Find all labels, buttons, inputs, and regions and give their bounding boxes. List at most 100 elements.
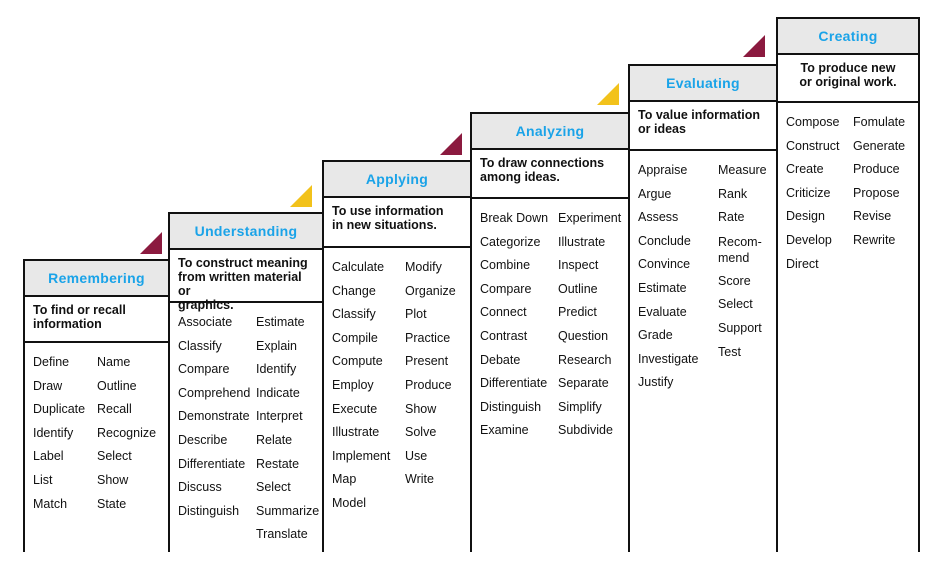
verb-item: Rewrite xyxy=(853,232,896,247)
verb-item: Select xyxy=(97,449,132,464)
verb-item: Associate xyxy=(178,315,233,329)
verb-item: Restate xyxy=(256,456,300,471)
verb-item: Translate xyxy=(256,527,308,542)
verb-item: Connect xyxy=(480,305,527,320)
verb-item: Summarize xyxy=(256,503,320,518)
verb-item: Relate xyxy=(256,432,293,447)
step-description: To produce new or original work. xyxy=(778,55,918,103)
triangle-maroon-icon xyxy=(743,35,765,57)
step-title: Creating xyxy=(778,19,918,55)
verb-item: Examine xyxy=(480,423,529,438)
triangle-maroon-icon xyxy=(440,133,462,155)
verb-item: Separate xyxy=(558,376,609,391)
verb-item: Argue xyxy=(638,186,672,201)
triangle-yellow-icon xyxy=(597,83,619,105)
verb-item: Draw xyxy=(33,378,63,393)
verb-item: Question xyxy=(558,328,609,343)
verb-item: Outline xyxy=(97,378,137,393)
verb-item: Estimate xyxy=(638,280,687,295)
verb-item: Practice xyxy=(405,330,451,345)
verb-item: Produce xyxy=(405,377,452,392)
verb-item: Illustrate xyxy=(558,234,606,249)
verb-item: Model xyxy=(332,495,367,510)
verb-item: Demonstrate xyxy=(178,409,250,424)
verb-item: State xyxy=(97,496,127,511)
verb-item: Direct xyxy=(786,256,819,271)
verb-item: Change xyxy=(332,283,376,298)
step-title: Evaluating xyxy=(630,66,776,102)
verb-item: Classify xyxy=(332,307,376,322)
verb-item: Conclude xyxy=(638,233,691,248)
verb-item: Show xyxy=(405,401,437,416)
verb-item: Support xyxy=(718,320,762,335)
verb-item: Distinguish xyxy=(480,399,542,414)
verb-item: Grade xyxy=(638,328,673,343)
verb-item: Experiment xyxy=(558,211,622,225)
verb-item: Score xyxy=(718,273,751,288)
verb-item: Subdivide xyxy=(558,423,613,438)
verb-item: Implement xyxy=(332,448,391,463)
verb-item: Contrast xyxy=(480,328,528,343)
step-description: To use information in new situations. xyxy=(324,198,470,248)
verb-item: Use xyxy=(405,448,428,463)
verb-item: Estimate xyxy=(256,315,305,329)
verb-item: Recom- mend xyxy=(718,234,762,265)
verb-item: Match xyxy=(33,496,68,511)
verb-item: Compare xyxy=(480,281,532,296)
verb-item: Identify xyxy=(33,425,74,440)
verb-item: Employ xyxy=(332,377,374,392)
verb-item: Solve xyxy=(405,425,437,440)
verb-item: Categorize xyxy=(480,234,541,249)
step-title: Understanding xyxy=(170,214,322,250)
verb-item: Develop xyxy=(786,232,832,247)
verb-item: Investigate xyxy=(638,351,699,366)
verb-item: Modify xyxy=(405,260,442,274)
step-description: To construct meaning from written materi… xyxy=(170,250,322,312)
verb-item: Plot xyxy=(405,307,427,322)
verb-item: Combine xyxy=(480,258,531,273)
verb-item: Illustrate xyxy=(332,425,380,440)
verb-item: List xyxy=(33,472,53,487)
verb-item: Rate xyxy=(718,210,745,225)
verb-item: Break Down xyxy=(480,211,549,225)
verb-item: Recall xyxy=(97,402,132,417)
verb-item: Debate xyxy=(480,352,521,367)
verb-item: Assess xyxy=(638,210,679,225)
verb-item: Create xyxy=(786,162,824,177)
verb-item: Recognize xyxy=(97,425,157,440)
verb-item: Justify xyxy=(638,375,674,390)
verb-item: Name xyxy=(97,355,131,369)
verb-item: Test xyxy=(718,344,741,359)
verb-item: Convince xyxy=(638,257,691,272)
verb-item: Rank xyxy=(718,186,748,201)
verb-item: Map xyxy=(332,472,357,487)
verb-item: Organize xyxy=(405,283,456,298)
verb-item: Differentiate xyxy=(178,456,246,471)
verb-item: Compare xyxy=(178,362,230,377)
verb-item: Design xyxy=(786,209,825,224)
verb-item: Produce xyxy=(853,162,900,177)
verb-item: Propose xyxy=(853,185,900,200)
verb-item: Comprehend xyxy=(178,385,251,400)
verb-item: Research xyxy=(558,352,612,367)
verb-item: Discuss xyxy=(178,480,222,495)
verb-item: Distinguish xyxy=(178,503,240,518)
verb-item: Fomulate xyxy=(853,115,906,129)
step-description: To find or recall information xyxy=(25,297,168,343)
step-title: Remembering xyxy=(25,261,168,297)
